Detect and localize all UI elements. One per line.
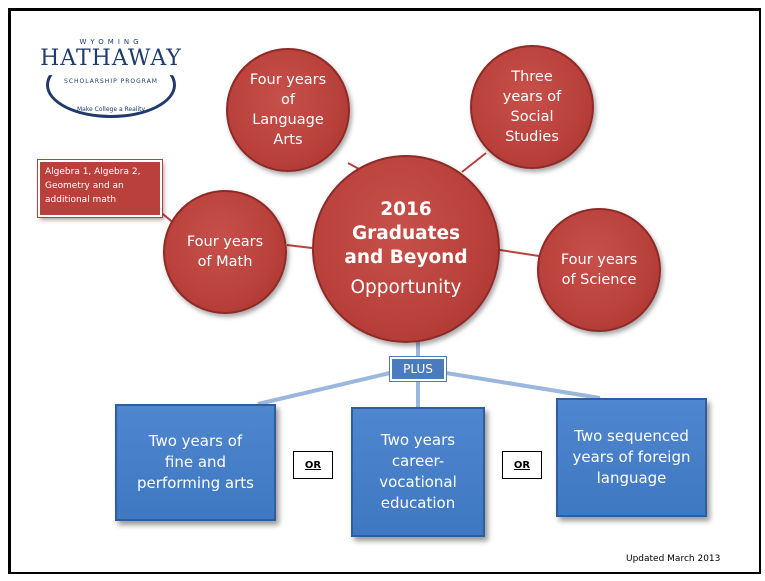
science-circle: Four years of Science — [537, 208, 661, 332]
fine-arts-line: Two years of — [148, 432, 243, 450]
connector-social-studies — [461, 152, 487, 173]
math-callout-line: additional math — [45, 195, 117, 205]
updated-date: Updated March 2013 — [626, 554, 721, 564]
connector-math — [286, 244, 313, 249]
foreign-language-line: years of foreign — [572, 448, 691, 466]
math-line: Four years — [186, 234, 264, 250]
social-studies-line: Social — [510, 109, 554, 125]
career-vocational-box: Two years career- vocational education — [351, 407, 485, 537]
or-label: OR — [293, 451, 333, 479]
foreign-language-line: language — [596, 469, 667, 487]
math-callout-line: Algebra 1, Algebra 2, — [45, 167, 141, 177]
social-studies-line: years of — [502, 89, 562, 105]
language-arts-line: Four years — [249, 72, 327, 88]
fine-arts-line: performing arts — [137, 474, 254, 492]
language-arts-line: Language — [252, 112, 324, 128]
foreign-language-line: Two sequenced — [574, 427, 689, 445]
math-line: of Math — [197, 254, 253, 270]
center-graduates: Graduates — [351, 223, 461, 244]
career-line: education — [380, 494, 456, 512]
slide-border — [8, 8, 761, 574]
center-subtitle: Opportunity — [350, 277, 462, 298]
language-arts-line: Arts — [273, 132, 303, 148]
social-studies-line: Studies — [505, 129, 559, 145]
social-studies-circle: Three years of Social Studies — [470, 45, 594, 169]
career-line: vocational — [379, 473, 457, 491]
fine-arts-box: Two years of fine and performing arts — [115, 404, 276, 521]
foreign-language-box: Two sequenced years of foreign language — [556, 398, 707, 517]
fine-arts-line: fine and — [164, 453, 227, 471]
center-year: 2016 — [380, 199, 432, 220]
math-callout-line: Geometry and an — [45, 181, 124, 191]
career-line: Two years — [380, 431, 456, 449]
logo-program: SCHOLARSHIP PROGRAM — [64, 78, 158, 85]
logo-name: HATHAWAY — [40, 46, 182, 71]
or-label: OR — [502, 451, 542, 479]
connector-fine-arts — [257, 371, 391, 406]
connector-science — [499, 249, 540, 257]
social-studies-line: Three — [511, 69, 553, 85]
language-arts-circle: Four years of Language Arts — [226, 48, 350, 172]
hathaway-logo: WYOMING HATHAWAY SCHOLARSHIP PROGRAM Mak… — [30, 32, 192, 122]
center-beyond: and Beyond — [344, 247, 468, 268]
plus-label: PLUS — [389, 356, 447, 382]
math-callout: Algebra 1, Algebra 2, Geometry and an ad… — [37, 159, 163, 218]
language-arts-line: of — [281, 92, 295, 108]
science-line: Four years — [560, 252, 638, 268]
logo-wyoming: WYOMING — [79, 38, 143, 46]
math-circle: Four years of Math — [163, 190, 287, 314]
connector-foreign-language — [445, 371, 601, 400]
center-circle: 2016 Graduates and Beyond Opportunity — [312, 155, 500, 343]
logo-tagline: Make College a Reality — [76, 106, 146, 113]
career-line: career- — [391, 452, 445, 470]
science-line: of Science — [561, 272, 637, 288]
